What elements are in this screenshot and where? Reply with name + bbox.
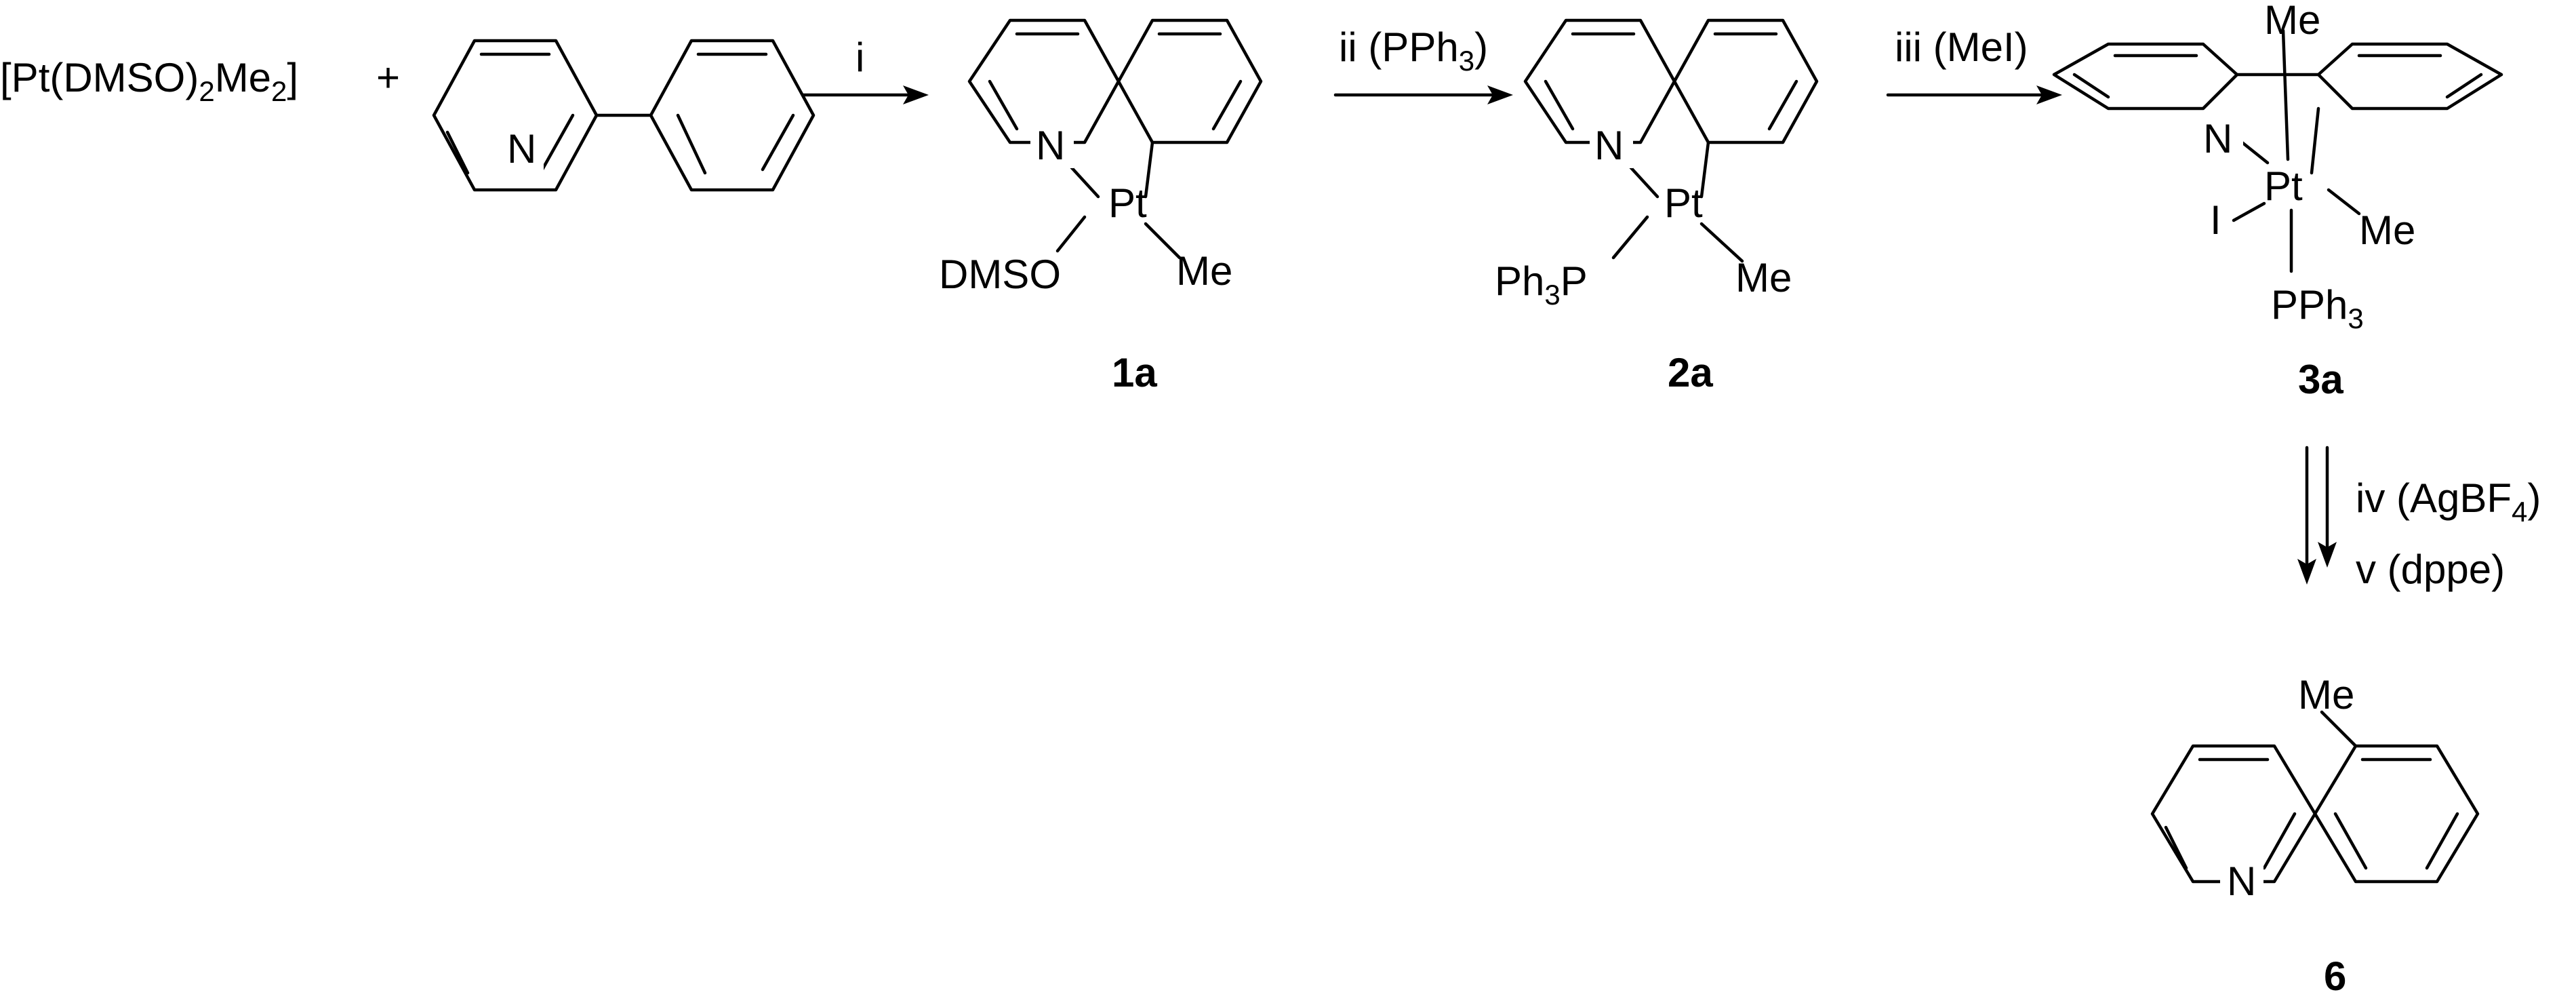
step-ii-label: ii (PPh3)	[1339, 24, 1488, 77]
c-pt-bond	[1699, 140, 1710, 199]
compound-2a-label: 2a	[1668, 350, 1713, 395]
compound-2a-structure: N Pt Ph3P Me	[1495, 18, 1819, 311]
pt-o-bond	[1055, 215, 1087, 253]
step-iii-label: iii (MeI)	[1895, 24, 2028, 70]
c-pt-bond	[1144, 140, 1154, 199]
platinum-label: Pt	[2264, 163, 2303, 209]
nitrogen-label: N	[2203, 116, 2232, 161]
phenyl-ring	[649, 39, 816, 192]
methyl-label: Me	[2359, 208, 2415, 253]
pyridine-nitrogen-label: N	[2227, 859, 2256, 904]
platinum-precursor-formula: [Pt(DMSO)2Me2]	[0, 55, 298, 107]
triphenylphosphine-label: PPh3	[2271, 282, 2364, 334]
pt-me-bond	[1699, 222, 1744, 263]
compound-6-label: 6	[2324, 953, 2346, 999]
methyl-label: Me	[1176, 248, 1232, 294]
platinum-label: Pt	[1664, 180, 1703, 226]
step-iv-label: iv (AgBF4)	[2356, 475, 2541, 528]
pyridine-ring	[2052, 42, 2239, 111]
triphenylphosphine-label: Ph3P	[1495, 258, 1588, 311]
phenylpyridine-structure: N	[432, 39, 816, 192]
compound-1a-label: 1a	[1112, 350, 1157, 395]
pt-me-bond	[1144, 222, 1182, 260]
pyridine-nitrogen-label: N	[507, 126, 536, 172]
nitrogen-label: N	[1036, 123, 1065, 168]
c-pt-bond	[2310, 106, 2320, 175]
axial-methyl-label: Me	[2264, 0, 2320, 43]
pt-i-bond	[2232, 201, 2266, 222]
pt-p-bond	[1611, 215, 1649, 260]
reaction-arrow-step-ii	[1333, 85, 1513, 104]
dmso-label: DMSO	[939, 252, 1061, 297]
reaction-arrow-steps-iv-v	[2297, 446, 2337, 585]
pt-axial-me-bond	[2281, 28, 2290, 161]
methyl-bond	[2320, 710, 2358, 748]
phenyl-ring	[2313, 744, 2480, 884]
nitrogen-label: N	[1594, 123, 1624, 168]
compound-3a-structure: N Pt Me I Me PPh3	[2052, 0, 2503, 334]
iodide-label: I	[2210, 197, 2221, 243]
plus-sign: +	[376, 55, 400, 100]
phenyl-ring	[2316, 42, 2503, 111]
pt-me-bond	[2327, 188, 2361, 216]
step-i-label: i	[856, 35, 864, 80]
methyl-label: Me	[1735, 255, 1792, 300]
compound-1a-structure: N Pt DMSO Me	[939, 18, 1263, 297]
compound-6-structure: N Me	[2150, 672, 2480, 904]
reaction-arrow-step-i	[801, 85, 929, 104]
step-v-label: v (dppe)	[2356, 547, 2505, 592]
methyl-label: Me	[2298, 672, 2354, 717]
compound-3a-label: 3a	[2298, 357, 2343, 402]
platinum-label: Pt	[1108, 180, 1147, 226]
reaction-arrow-step-iii	[1886, 85, 2062, 104]
